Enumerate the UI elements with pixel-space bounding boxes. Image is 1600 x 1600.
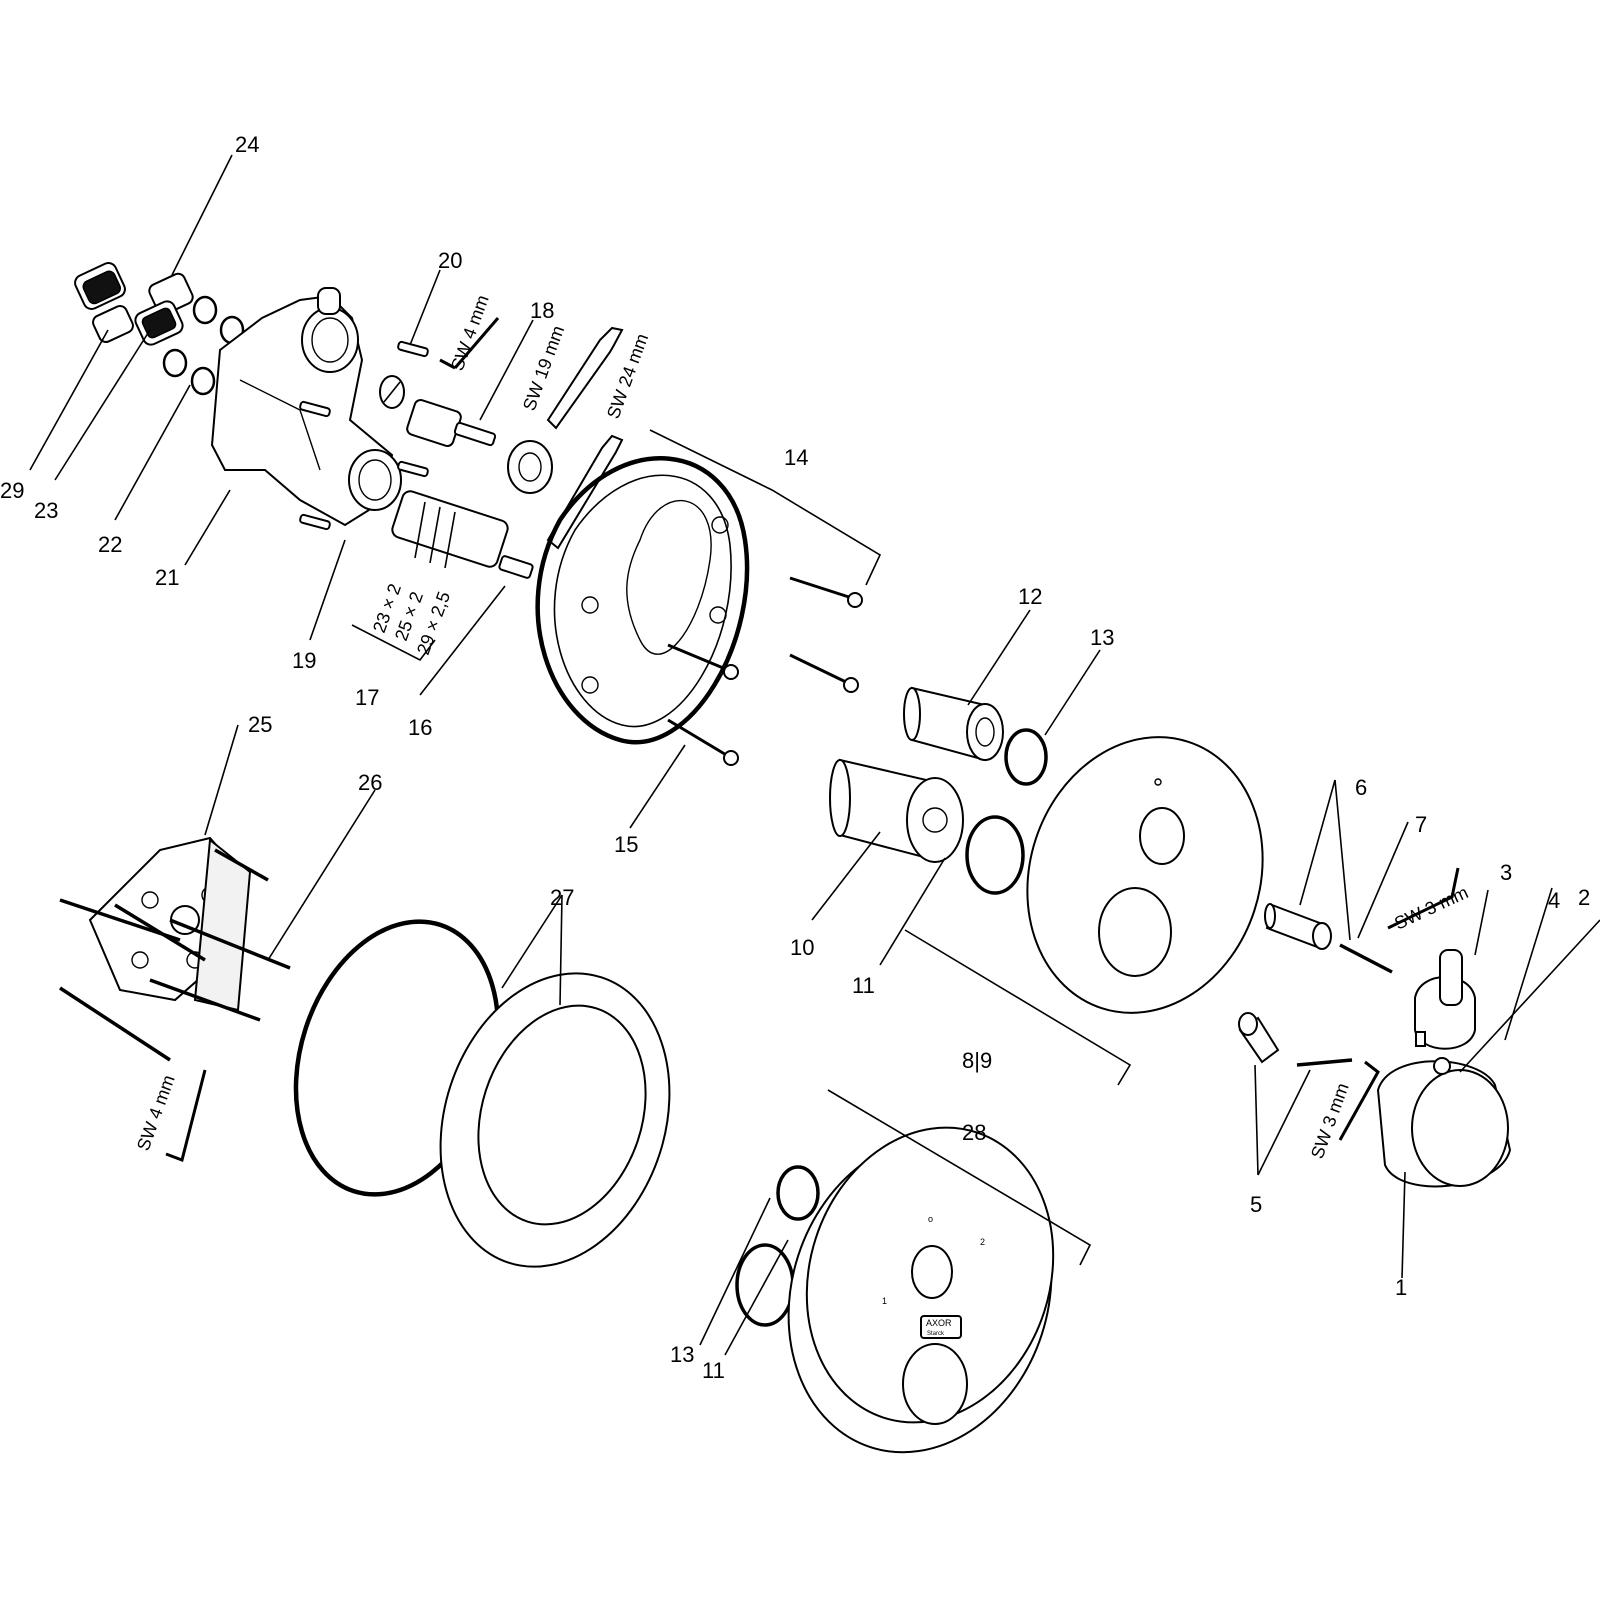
wrench-sw3-top [1387, 867, 1460, 930]
label-23: 23 [34, 498, 58, 523]
plug-screw [379, 375, 405, 409]
knob-1-2 [1376, 1057, 1512, 1188]
label-18: 18 [530, 298, 554, 323]
label-7: 7 [1415, 812, 1427, 837]
label-11-top: 11 [852, 973, 875, 998]
o-ring-13-bottom [776, 1165, 820, 1221]
tool-sw3-bottom: SW 3 mm [1307, 1080, 1353, 1161]
label-2: 2 [1578, 885, 1590, 910]
fitting-25-26 [59, 836, 291, 1062]
screws-15 [667, 576, 863, 766]
pin-6 [1264, 903, 1332, 950]
label-14: 14 [784, 445, 808, 470]
check-valves-24-29 [74, 262, 194, 346]
faceplate-28 [787, 1126, 1055, 1454]
label-13-bottom: 13 [670, 1342, 694, 1367]
o-ring-11-bottom [735, 1243, 795, 1327]
label-15: 15 [614, 832, 638, 857]
label-17: 17 [355, 685, 379, 710]
label-1: 1 [1395, 1275, 1407, 1300]
label-20: 20 [438, 248, 462, 273]
label-11-bottom: 11 [702, 1358, 725, 1383]
diverter-cartridge-18 [406, 399, 553, 494]
plate-mark-2: 2 [980, 1237, 985, 1247]
screw-7 [1339, 943, 1393, 974]
label-6: 6 [1355, 775, 1367, 800]
label-25: 25 [248, 712, 272, 737]
part-numbers: 1 2 3 4 5 6 7 8|9 10 11 11 12 13 13 14 1… [0, 132, 1590, 1383]
label-26: 26 [358, 770, 382, 795]
label-19: 19 [292, 648, 316, 673]
label-5: 5 [1250, 1192, 1262, 1217]
label-27: 27 [550, 885, 574, 910]
label-22: 22 [98, 532, 122, 557]
thermostatic-cartridge-16-17 [391, 490, 534, 579]
adapter-5 [1238, 1012, 1280, 1064]
mounting-ring-14 [535, 456, 750, 745]
extension-10 [829, 758, 964, 863]
plate-brand: AXOR [926, 1318, 952, 1328]
label-8-9: 8|9 [962, 1048, 992, 1073]
screws-20 [299, 340, 429, 531]
ring-27 [439, 972, 671, 1268]
label-21: 21 [155, 565, 179, 590]
label-24: 24 [235, 132, 259, 157]
grub-screw-4 [1415, 1031, 1426, 1047]
wrench-sw3-bottom [1338, 1060, 1380, 1141]
tool-sw3-top: SW 3 mm [1391, 882, 1471, 934]
wrench-sw4-top [439, 317, 500, 370]
label-4: 4 [1548, 888, 1560, 913]
leader-lines [29, 154, 1600, 1356]
plate-marks: o 2 1 AXOR Starck [882, 1214, 985, 1337]
o-ring-11-top [965, 815, 1025, 895]
plate-brand-sub: Starck [927, 1331, 945, 1337]
tool-sw4-bottom: SW 4 mm [133, 1072, 179, 1153]
o-ring-13-top [1004, 728, 1048, 786]
screw-5 [1296, 1058, 1353, 1067]
plate-mark-1: 1 [882, 1296, 887, 1306]
faceplate-8-9 [1026, 736, 1264, 1014]
label-3: 3 [1500, 860, 1512, 885]
label-10: 10 [790, 935, 814, 960]
label-29: 29 [0, 478, 24, 503]
plate-mark-o: o [928, 1214, 933, 1224]
label-28: 28 [962, 1120, 986, 1145]
label-13-top: 13 [1090, 625, 1114, 650]
label-16: 16 [408, 715, 432, 740]
wrench-sw4-bottom [165, 1069, 207, 1162]
label-12: 12 [1018, 584, 1042, 609]
extension-12 [903, 686, 1004, 762]
